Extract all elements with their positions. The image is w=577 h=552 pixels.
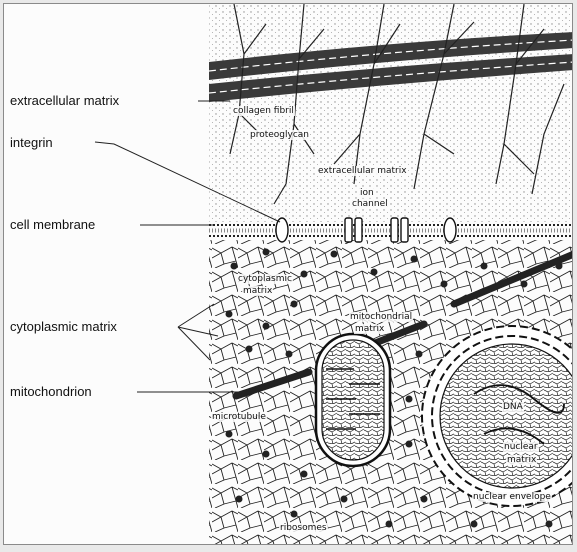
label-nuclear: nuclear bbox=[503, 442, 539, 452]
label-mitochondrial-matrix-word: matrix bbox=[354, 324, 385, 334]
label-nuclear-matrix-word: matrix bbox=[506, 455, 537, 465]
label-nuclear-envelope: nuclear envelope bbox=[472, 492, 552, 502]
label-cell-membrane: cell membrane bbox=[10, 218, 95, 232]
diagram-frame: extracellular matrix integrin cell membr… bbox=[3, 3, 573, 545]
label-mitochondrion: mitochondrion bbox=[10, 385, 92, 399]
label-collagen-fibril: collagen fibril bbox=[232, 106, 295, 116]
label-ribosomes: ribosomes bbox=[279, 523, 328, 533]
mitochondrion-shape bbox=[316, 334, 390, 466]
label-integrin: integrin bbox=[10, 136, 53, 150]
label-dna: DNA bbox=[502, 402, 524, 412]
label-cytoplasmic-matrix: cytoplasmic matrix bbox=[10, 320, 117, 334]
label-microtubule: microtubule bbox=[211, 412, 267, 422]
label-cytoplasmic-matrix-word: matrix bbox=[242, 286, 273, 296]
label-extracellular-matrix: extracellular matrix bbox=[10, 94, 119, 108]
label-cytoplasmic: cytoplasmic bbox=[237, 274, 293, 284]
label-ion: ion bbox=[359, 188, 375, 198]
label-extracellular-matrix-inner: extracellular matrix bbox=[317, 166, 408, 176]
label-channel: channel bbox=[351, 199, 389, 209]
label-proteoglycan: proteoglycan bbox=[249, 130, 310, 140]
label-mitochondrial: mitochondrial bbox=[349, 312, 413, 322]
